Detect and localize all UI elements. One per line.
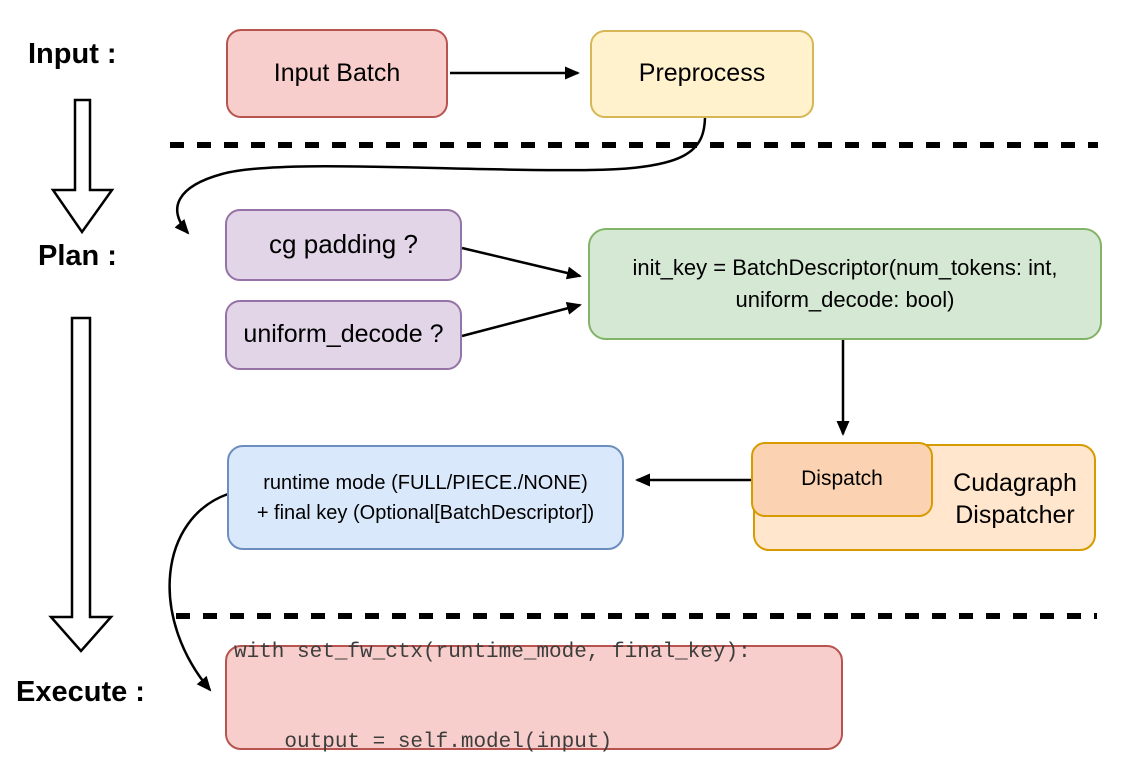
- node-dispatch: Dispatch: [751, 442, 933, 517]
- connector-cg-padding-to-init-key: [461, 246, 582, 280]
- node-runtime-mode-line2: + final key (Optional[BatchDescriptor]): [256, 501, 595, 524]
- node-preprocess: Preprocess: [590, 30, 814, 118]
- connector-runtime-mode-to-execute-code: [168, 492, 229, 692]
- node-runtime-mode: runtime mode (FULL/PIECE./NONE) + final …: [227, 445, 624, 550]
- connector-preprocess-to-cg-padding: [174, 117, 707, 235]
- node-dispatch-label: Dispatch: [801, 467, 883, 491]
- plan-flow-down-arrow-icon: [48, 316, 114, 653]
- section-label-input: Input :: [28, 38, 117, 70]
- section-label-execute: Execute :: [16, 676, 145, 708]
- node-cg-padding: cg padding ?: [225, 209, 462, 281]
- execute-code-line1: with set_fw_ctx(runtime_mode, final_key)…: [234, 640, 751, 664]
- section-label-plan: Plan :: [38, 240, 117, 272]
- node-init-key: init_key = BatchDescriptor(num_tokens: i…: [588, 228, 1102, 340]
- node-preprocess-label: Preprocess: [638, 59, 766, 88]
- node-init-key-line1: init_key = BatchDescriptor(num_tokens: i…: [632, 255, 1058, 280]
- execute-code-line2: output = self.model(input): [234, 730, 613, 754]
- node-input-batch: Input Batch: [226, 29, 448, 118]
- node-uniform-decode: uniform_decode ?: [225, 300, 462, 370]
- node-cg-padding-label: cg padding ?: [269, 229, 418, 260]
- node-execute-code: with set_fw_ctx(runtime_mode, final_key)…: [225, 641, 843, 754]
- execute-code-block: with set_fw_ctx(runtime_mode, final_key)…: [227, 578, 751, 770]
- node-uniform-decode-label: uniform_decode ?: [243, 320, 444, 349]
- input-flow-down-arrow-icon: [50, 98, 115, 235]
- cudagraph-dispatcher-line1: Cudagraph: [953, 469, 1077, 497]
- node-runtime-mode-line1: runtime mode (FULL/PIECE./NONE): [263, 471, 588, 494]
- connector-uniform-decode-to-init-key: [461, 302, 582, 338]
- node-init-key-line2: uniform_decode: bool): [735, 287, 955, 312]
- node-input-batch-label: Input Batch: [273, 58, 401, 87]
- node-cudagraph-dispatcher-label: Cudagraph Dispatcher: [935, 467, 1095, 531]
- cudagraph-dispatcher-line2: Dispatcher: [955, 501, 1075, 529]
